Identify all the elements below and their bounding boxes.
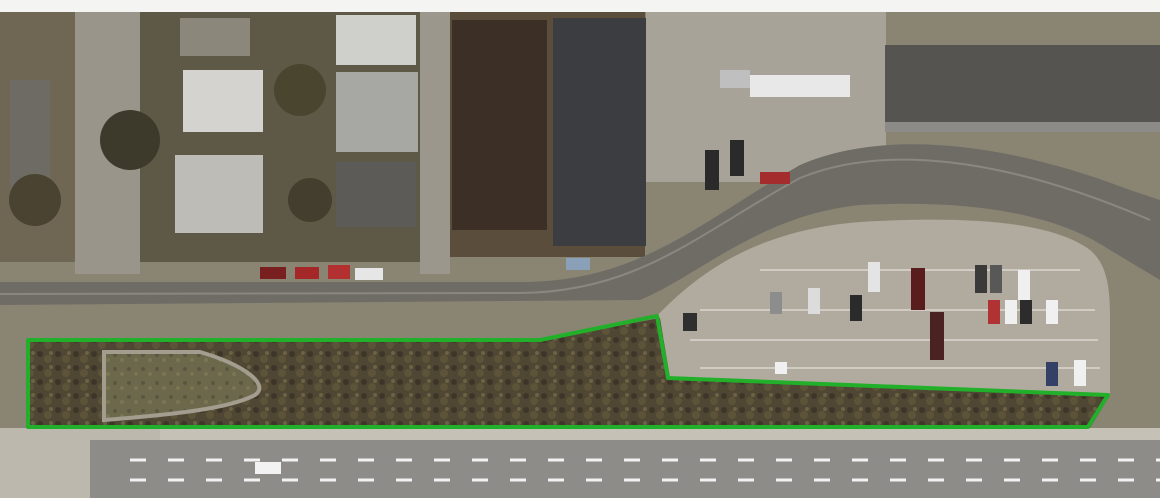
house-roof bbox=[336, 15, 416, 65]
parked-cars bbox=[683, 262, 1086, 386]
tree-canopy bbox=[288, 178, 332, 222]
highway-car bbox=[255, 462, 281, 474]
wooded-strip bbox=[28, 318, 1110, 428]
street-parked-cars bbox=[260, 140, 790, 280]
sidewalk bbox=[0, 428, 1160, 442]
commercial-roof bbox=[452, 20, 547, 230]
site-boundary-outline bbox=[26, 314, 1110, 429]
triangular-grass-area bbox=[102, 350, 262, 423]
truck bbox=[750, 75, 850, 97]
street-north-south-2 bbox=[420, 12, 450, 274]
house-roof bbox=[336, 162, 416, 227]
road-lane-line bbox=[0, 158, 1151, 295]
tree-canopy bbox=[9, 174, 61, 226]
house-roof bbox=[175, 155, 263, 233]
house-roof bbox=[183, 70, 263, 132]
curved-arterial-road bbox=[0, 144, 1160, 305]
commercial-building bbox=[885, 45, 1160, 125]
highway bbox=[90, 440, 1160, 498]
parking-lot-south bbox=[655, 219, 1110, 395]
tree-canopy bbox=[274, 64, 326, 116]
house-roof bbox=[336, 72, 418, 152]
commercial-roof bbox=[553, 18, 646, 246]
image-top-border bbox=[0, 0, 1160, 12]
commercial-building-edge bbox=[885, 122, 1160, 132]
house-roof bbox=[10, 80, 50, 190]
house-roof bbox=[180, 18, 250, 56]
tree-canopy bbox=[100, 110, 160, 170]
truck-cab bbox=[720, 70, 750, 88]
